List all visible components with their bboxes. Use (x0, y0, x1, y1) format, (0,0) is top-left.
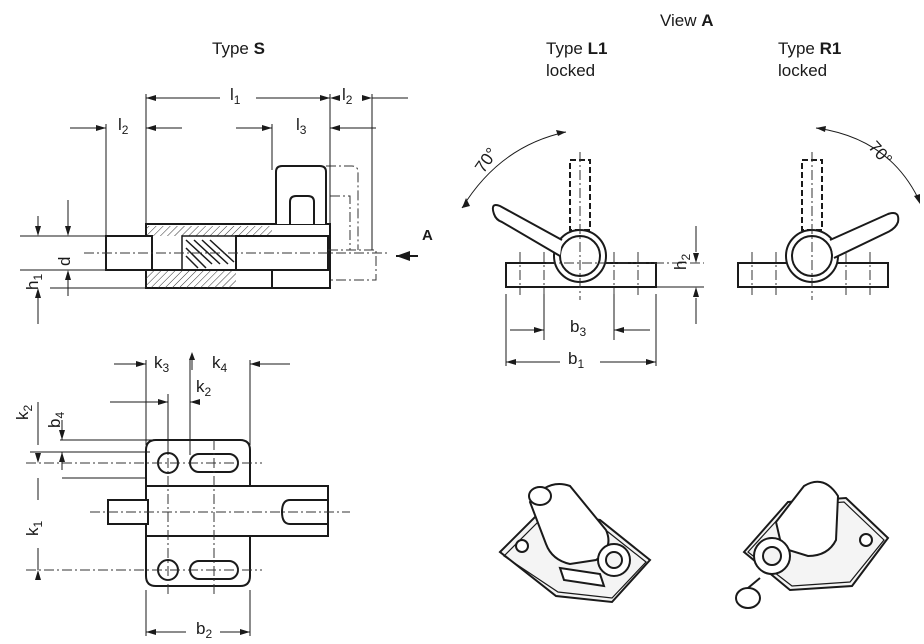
type-l1-locked: locked (546, 61, 596, 80)
type-s-heading: Type S (212, 39, 265, 58)
view-a-type-r1 (738, 160, 898, 287)
dim-b4: b4 (45, 411, 67, 428)
dim-h2: h2 (671, 253, 693, 270)
dim-k3: k3 (154, 353, 170, 375)
phantom-l1 (520, 152, 704, 300)
dim-k2-left: k2 (13, 404, 35, 420)
dim-l3: l3 (296, 115, 307, 137)
phantom-r1 (752, 152, 870, 300)
arrowheads-top (35, 361, 260, 635)
arrowheads-l1 (462, 130, 699, 365)
type-r1-locked: locked (778, 61, 828, 80)
phantom-lines (84, 166, 388, 280)
iso-view-l1 (500, 484, 650, 602)
view-arrow-label: A (422, 227, 433, 244)
dim-h1: h1 (23, 273, 45, 290)
view-a-heading: View A (660, 11, 714, 30)
dim-d: d (55, 256, 74, 266)
dim-b2: b2 (196, 619, 213, 641)
dim-l1: l1 (230, 85, 241, 107)
dim-b3: b3 (570, 317, 587, 339)
view-a-type-l1 (493, 160, 656, 287)
phantom-lines-top (26, 440, 350, 594)
dim-k1: k1 (23, 520, 45, 536)
dim-l2-left: l2 (118, 115, 129, 137)
type-l1-heading: Type L1 (546, 39, 608, 58)
dim-b1: b1 (568, 349, 585, 371)
side-view-type-s (106, 166, 330, 288)
arrowheads-s (35, 95, 410, 298)
iso-view-r1 (736, 482, 888, 608)
k3-k4-marker (189, 352, 195, 370)
arrowheads-r1 (816, 126, 920, 204)
dimension-lines-top (30, 360, 290, 636)
top-view-type-s (108, 440, 328, 586)
dimension-lines-s (20, 94, 418, 324)
dim-l2-top: l2 (342, 85, 353, 107)
dim-k2-top: k2 (196, 377, 212, 399)
dim-k4: k4 (212, 353, 228, 375)
type-r1-heading: Type R1 (778, 39, 842, 58)
dimension-lines-r1 (816, 128, 918, 198)
